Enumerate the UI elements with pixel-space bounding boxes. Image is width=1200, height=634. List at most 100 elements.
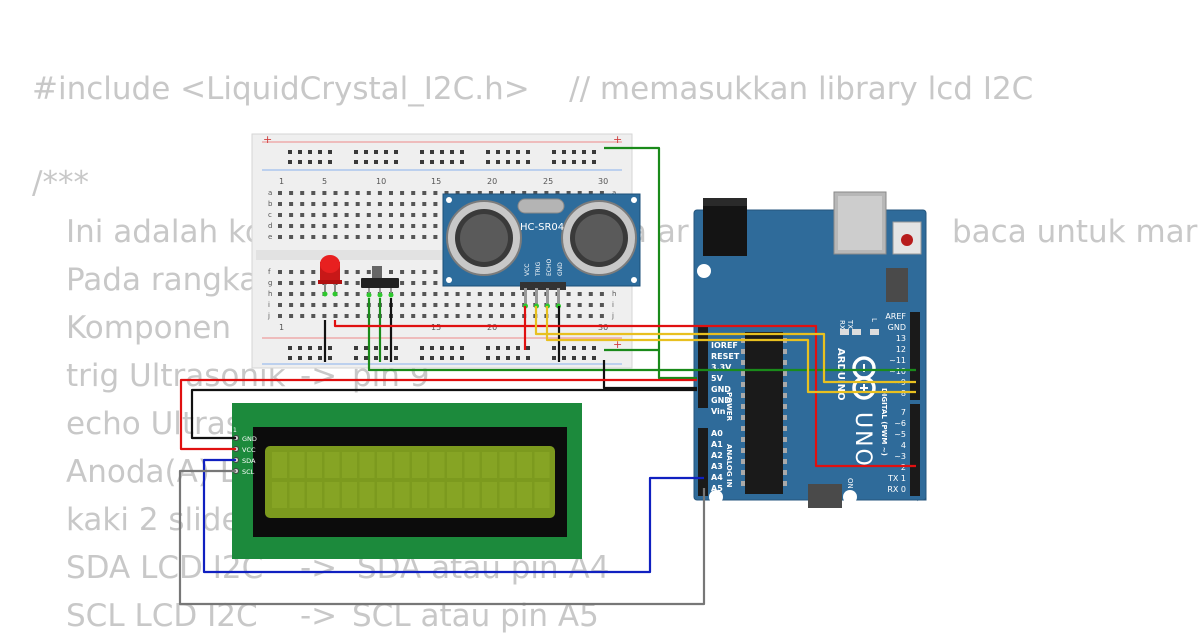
pin-5v: 5V <box>711 374 724 383</box>
terminal-hole <box>289 224 294 228</box>
bottom-power-rail-holes <box>288 346 596 360</box>
lcd-character-cell <box>464 452 480 478</box>
terminal-hole <box>400 292 405 296</box>
rail-hole <box>430 346 434 350</box>
row-letter-g: g <box>268 279 272 287</box>
wire-green-switch[interactable] <box>367 298 916 372</box>
rail-hole <box>374 356 378 360</box>
rail-hole <box>354 346 358 350</box>
terminal-hole <box>311 281 316 285</box>
digital-header-lower[interactable] <box>910 404 920 496</box>
pin-3: ~3 <box>894 452 906 461</box>
terminal-hole <box>477 314 482 318</box>
terminal-hole <box>433 191 438 195</box>
chip-pin <box>783 448 787 453</box>
terminal-hole <box>466 303 471 307</box>
lcd-i2c-module[interactable]: 1 GND VCC SDA SCL <box>232 403 582 559</box>
code-line-scl: SCL LCD I2C <box>66 598 258 634</box>
code-line-komponen: Komponen <box>66 310 231 346</box>
rail-hole <box>288 160 292 164</box>
wire-yellow-echo[interactable] <box>545 306 916 394</box>
analog-header-title: ANALOG IN <box>725 444 733 488</box>
rail-hole <box>582 160 586 164</box>
wire-red-lcd-vcc[interactable] <box>179 378 697 451</box>
terminal-hole <box>466 191 471 195</box>
ultrasonic-sensor[interactable]: HC-SR04 VCC TRIG ECHO GND <box>442 193 641 309</box>
terminal-hole <box>433 235 438 239</box>
rail-hole <box>562 356 566 360</box>
pin-13: 13 <box>896 334 906 343</box>
rail-hole <box>582 150 586 154</box>
arduino-uno[interactable]: TX RX L ARDUINO UNO ON POWER ANALOG IN D… <box>693 191 927 508</box>
terminal-hole <box>400 281 405 285</box>
rail-hole <box>592 160 596 164</box>
led-label-tx: TX <box>846 319 854 329</box>
analog-header[interactable] <box>698 428 708 496</box>
terminal-hole <box>289 235 294 239</box>
row-letter-h: h <box>268 290 272 298</box>
terminal-hole <box>377 213 382 217</box>
wire-black-rail-gnd[interactable] <box>602 360 697 390</box>
rail-hole <box>440 150 444 154</box>
terminal-hole <box>322 235 327 239</box>
terminal-hole <box>455 303 460 307</box>
rail-hole <box>308 346 312 350</box>
digital-header-upper[interactable] <box>910 312 920 400</box>
rail-hole <box>364 346 368 350</box>
terminal-hole <box>477 191 482 195</box>
terminal-hole <box>344 281 349 285</box>
lcd-character-cell <box>482 482 497 508</box>
chip-pin <box>741 459 745 464</box>
arduino-logo-text: ARDUINO <box>835 348 846 400</box>
terminal-hole <box>377 224 382 228</box>
wire-yellow-trig[interactable] <box>534 306 916 384</box>
wire-blue-sda[interactable] <box>202 458 704 574</box>
lcd-character-cell <box>499 452 515 478</box>
terminal-hole <box>455 292 460 296</box>
terminal-hole <box>422 303 427 307</box>
terminal-hole <box>366 191 371 195</box>
code-line-scl-pin: SCL atau pin A5 <box>352 598 599 634</box>
rail-hole <box>420 356 424 360</box>
chip-pin <box>783 404 787 409</box>
terminal-hole <box>333 235 338 239</box>
microcontroller-pins <box>741 338 787 486</box>
wire-green-rail[interactable] <box>604 146 697 380</box>
pin-7: 7 <box>901 408 906 417</box>
rail-hole <box>440 346 444 350</box>
red-led[interactable] <box>318 255 342 297</box>
terminal-hole <box>289 202 294 206</box>
terminal-hole <box>433 303 438 307</box>
slide-switch[interactable] <box>361 266 399 298</box>
wire-gray-scl[interactable] <box>178 469 706 606</box>
rail-hole <box>552 356 556 360</box>
code-line-intro-end: baca untuk mar <box>952 214 1198 250</box>
terminal-hole <box>333 224 338 228</box>
lcd-character-cell <box>377 482 392 508</box>
terminal-hole <box>433 224 438 228</box>
terminal-hole <box>311 314 316 318</box>
terminal-hole <box>500 292 504 296</box>
arduino-logo-icon <box>852 356 876 400</box>
wire-black-lcd-gnd[interactable] <box>190 388 697 440</box>
pin-reset: RESET <box>711 352 740 361</box>
power-header[interactable] <box>698 326 708 408</box>
row-letter-b: b <box>268 200 273 208</box>
sensor-pin-gnd-label: GND <box>557 262 564 276</box>
row-letter-i: i <box>268 301 270 309</box>
rail-hole <box>562 150 566 154</box>
pin-gnd-digital: GND <box>888 323 906 332</box>
terminal-hole <box>366 213 371 217</box>
row-letter-f: f <box>268 268 271 276</box>
wires <box>178 146 916 606</box>
terminal-hole <box>477 303 482 307</box>
rail-hole <box>526 160 530 164</box>
terminal-hole <box>377 235 382 239</box>
rail-hole <box>308 356 312 360</box>
terminal-hole <box>366 224 371 228</box>
lcd-pin1-mark: 1 <box>233 427 237 434</box>
rail-hole <box>384 160 388 164</box>
terminal-hole <box>500 314 504 318</box>
wire-red-led[interactable] <box>333 320 916 468</box>
col-num-30: 30 <box>598 177 608 186</box>
